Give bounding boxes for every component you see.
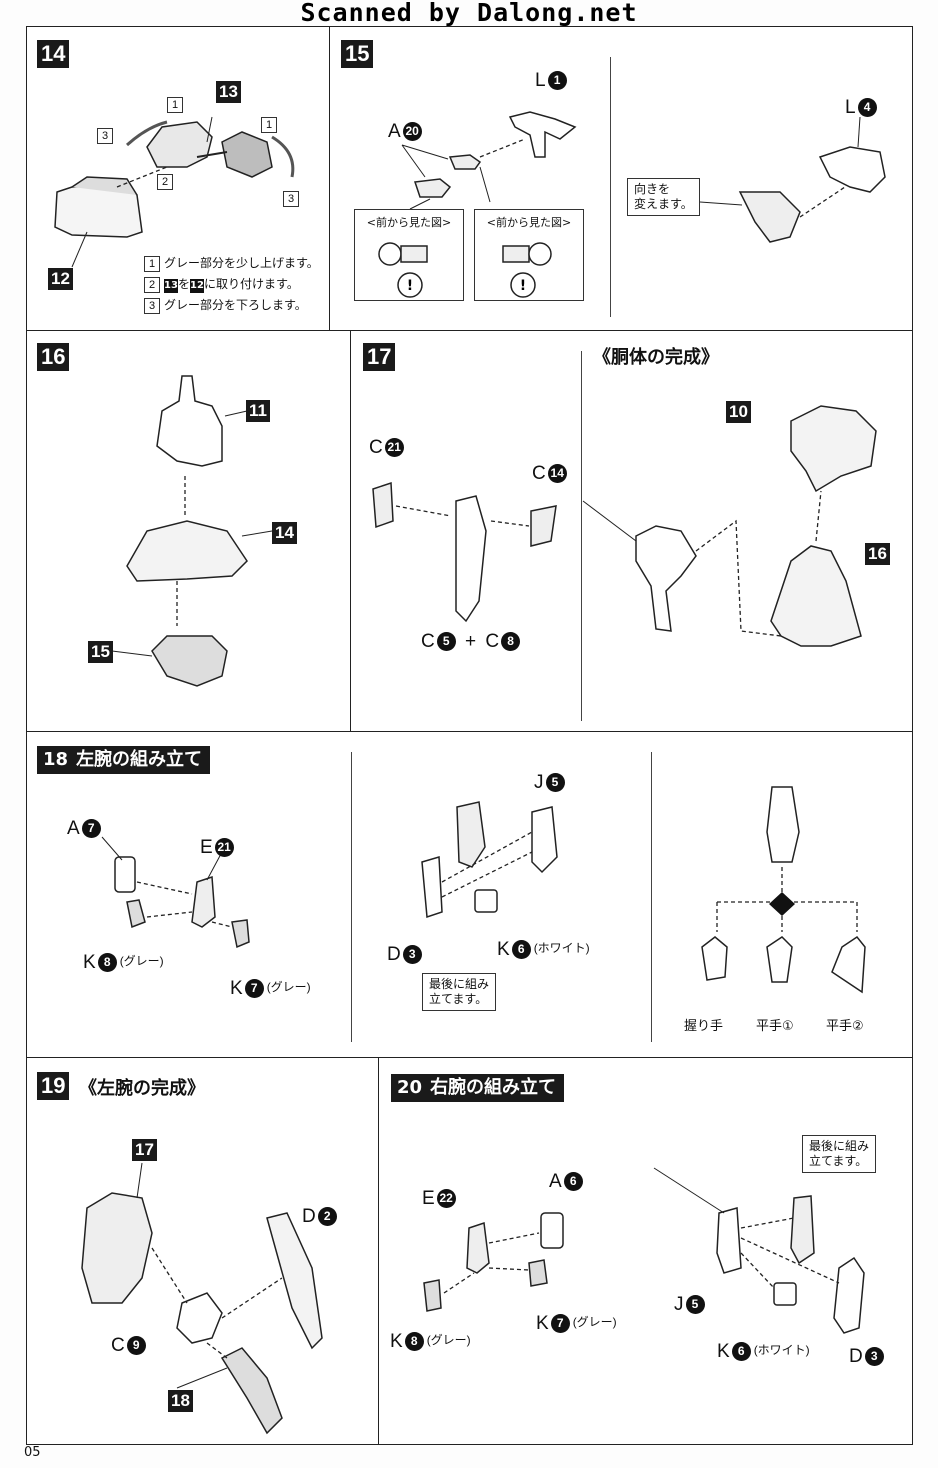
part-tag-18: 18: [168, 1390, 193, 1412]
divider: [610, 57, 611, 317]
step-16-panel: 16 11 14 15: [26, 330, 351, 732]
step-15-illustration: [401, 111, 886, 243]
part-tag-17: 17: [132, 1139, 157, 1161]
part-tag-11: 11: [246, 400, 270, 422]
step-number: 16: [37, 343, 70, 371]
divider: [351, 752, 352, 1042]
front-view-box-1: <前から見た図> !: [354, 209, 464, 301]
scan-credit: Scanned by Dalong.net: [300, 0, 638, 27]
divider: [581, 351, 582, 721]
step-title: 《左腕の完成》: [79, 1078, 205, 1099]
arrow-mark-1: 1: [167, 97, 183, 113]
arrow-mark-1: 1: [261, 117, 277, 133]
arrow-mark-2: 2: [157, 174, 173, 190]
part-tag-15: 15: [88, 641, 113, 663]
step-16-illustration: [111, 375, 273, 687]
front-view-title: <前から見た図>: [366, 216, 452, 229]
step-18-illustration: [101, 786, 866, 994]
step-19-illustration: [81, 1162, 323, 1435]
hand-option-1: 握り手: [684, 1019, 724, 1034]
arrow-mark-3: 3: [97, 128, 113, 144]
front-view-box-2: <前から見た図> !: [474, 209, 584, 301]
part-tag-10: 10: [726, 401, 751, 423]
step-14-illustration: [54, 116, 295, 268]
part-tag-16: 16: [865, 543, 890, 565]
warning-icon: !: [520, 278, 526, 294]
step-title: 《胴体の完成》: [593, 347, 719, 368]
arrow-mark-3: 3: [283, 191, 299, 207]
step-number: 17: [363, 343, 396, 371]
page-number: 05: [24, 1445, 41, 1460]
step-number: 15: [341, 40, 374, 68]
part-tag-14: 14: [272, 522, 297, 544]
step-number: 19: [37, 1072, 70, 1100]
callout-assemble-last: 最後に組み 立てます。: [802, 1135, 877, 1173]
callout-assemble-last: 最後に組み 立てます。: [422, 973, 497, 1011]
warning-icon: !: [407, 278, 413, 294]
callout-rotate: 向きを 変えます。: [627, 178, 700, 216]
step-17-illustration: [372, 405, 877, 647]
front-view-drawing: !: [502, 242, 552, 298]
step-20-illustration: [423, 1167, 865, 1334]
part-tag-12: 12: [48, 268, 73, 290]
hand-option-2: 平手①: [756, 1019, 794, 1034]
front-view-title: <前から見た図>: [486, 216, 572, 229]
divider: [651, 752, 652, 1042]
front-view-drawing: !: [378, 242, 428, 298]
part-tag-13: 13: [216, 81, 241, 103]
hand-option-3: 平手②: [826, 1019, 864, 1034]
step-number: 14: [37, 40, 70, 68]
